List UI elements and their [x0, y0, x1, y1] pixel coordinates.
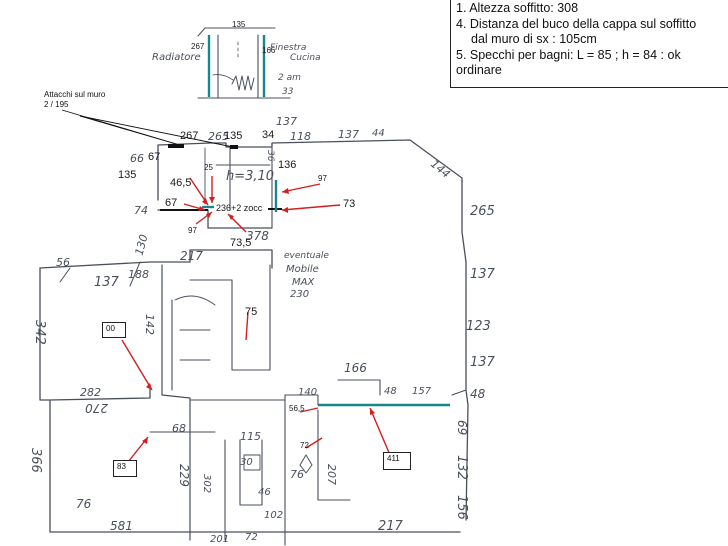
lbl-135: 135 [224, 130, 242, 142]
hw-137b: 137 [338, 128, 359, 141]
note-hood-distance: 4. Distanza del buco della cappa sul sof… [456, 16, 697, 31]
hw-137a: 137 [276, 115, 297, 128]
hw-265: 265 [208, 130, 229, 143]
hw-282: 282 [80, 386, 101, 399]
lbl-97b: 97 [318, 174, 327, 183]
note-bathroom-mirrors-2: ordinare [456, 63, 502, 77]
red-arrows [121, 176, 391, 463]
lbl-56-5: 56,5 [289, 404, 305, 413]
lbl-236-zocc: 236+2 zocc [216, 203, 263, 213]
hw-76: 76 [76, 497, 92, 511]
hw-302: 302 [201, 474, 212, 493]
hw-mobile: Mobile [286, 264, 319, 275]
hw-230: 230 [290, 289, 309, 300]
hw-137r2: 137 [470, 355, 496, 370]
hw-36: 36 [265, 150, 275, 162]
hw-217: 217 [180, 249, 203, 263]
hw-2am: 2 am [278, 73, 301, 83]
hw-157: 157 [412, 386, 432, 397]
hw-68: 68 [172, 422, 186, 435]
note-hood-distance-2: dal muro di sx : 105cm [471, 32, 597, 46]
wall-attachments-note: Attacchi sul muro 2 / 195 [44, 90, 105, 110]
window-elevation-sketch [197, 27, 291, 99]
hw-166: 166 [344, 361, 367, 375]
hw-265r: 265 [470, 204, 495, 219]
hw-207: 207 [325, 464, 338, 485]
hw-188: 188 [128, 268, 149, 281]
hw-eventuale: eventuale [284, 251, 329, 261]
hw-radiatore: Radiatore [152, 52, 201, 63]
apartment-walls [39, 249, 467, 546]
hw-46: 46 [258, 487, 271, 498]
hw-74: 74 [134, 204, 148, 217]
hw-130: 130 [133, 233, 151, 257]
note-ceiling-height: 1. Altezza soffitto: 308 [456, 1, 579, 15]
hw-140: 140 [298, 387, 317, 398]
hw-156: 156 [454, 495, 469, 520]
hw-max: MAX [292, 277, 315, 288]
lbl-67a: 67 [148, 151, 160, 163]
hw-102: 102 [264, 510, 283, 521]
hw-76b: 76 [290, 468, 304, 481]
handwritten-labels: Radiatore Finestra Cucina 2 am 33 h=3,10… [28, 43, 496, 545]
lbl-67: 67 [165, 197, 177, 209]
wall-attach-lines [61, 109, 282, 211]
hw-69: 69 [455, 420, 469, 435]
hw-137r: 137 [470, 267, 496, 282]
hw-581: 581 [110, 519, 133, 533]
lbl-75: 75 [245, 306, 257, 318]
hw-48b: 48 [384, 386, 397, 397]
lbl-25: 25 [204, 163, 213, 172]
hw-48: 48 [470, 387, 486, 401]
hw-cucina: Cucina [290, 53, 321, 63]
lbl-135l: 135 [118, 169, 136, 181]
hw-66: 66 [130, 152, 144, 165]
hw-270: 270 [85, 401, 108, 415]
lbl-73-5: 73,5 [230, 237, 251, 249]
hw-144: 144 [428, 157, 452, 180]
hw-123: 123 [466, 319, 491, 334]
tag-00: 00 [102, 322, 126, 338]
hw-118: 118 [290, 130, 311, 143]
typed-labels: 135 267 166 267 135 34 67 135 25 46,5 67… [118, 20, 355, 450]
hw-height: h=3,10 [226, 169, 274, 184]
lbl-267: 267 [180, 130, 198, 142]
lbl-72: 72 [300, 441, 309, 450]
hw-132: 132 [454, 455, 469, 480]
note-bathroom-mirrors: 5. Specchi per bagni: L = 85 ; h = 84 : … [456, 47, 681, 62]
lbl-34: 34 [262, 129, 274, 141]
lbl-136: 136 [278, 159, 296, 171]
hw-72b: 72 [245, 532, 258, 543]
hw-201: 201 [210, 534, 229, 545]
lbl-46-5: 46,5 [170, 177, 191, 189]
attacchi-line2: 2 / 195 [44, 100, 69, 109]
hw-33: 33 [282, 87, 294, 97]
hw-342: 342 [32, 320, 47, 345]
tag-83: 83 [113, 460, 137, 477]
hw-137l: 137 [94, 275, 120, 290]
hw-56: 56 [56, 256, 70, 269]
hw-finestra: Finestra [270, 43, 306, 53]
tag-411: 411 [383, 452, 411, 470]
hw-366: 366 [28, 448, 43, 473]
hw-229: 229 [177, 464, 191, 487]
lbl-267-top: 267 [191, 42, 205, 51]
hw-378: 378 [246, 229, 269, 243]
lbl-73: 73 [343, 198, 355, 210]
hw-44: 44 [372, 128, 385, 139]
lbl-97a: 97 [188, 226, 197, 235]
hw-142: 142 [143, 314, 156, 335]
lbl-135-top: 135 [232, 20, 246, 29]
notes-box: 1. Altezza soffitto: 308 4. Distanza del… [450, 0, 728, 88]
hw-217b: 217 [378, 519, 404, 534]
hw-30: 30 [240, 457, 253, 468]
lbl-166: 166 [262, 46, 276, 55]
hw-115: 115 [240, 430, 261, 443]
attacchi-line1: Attacchi sul muro [44, 90, 106, 99]
